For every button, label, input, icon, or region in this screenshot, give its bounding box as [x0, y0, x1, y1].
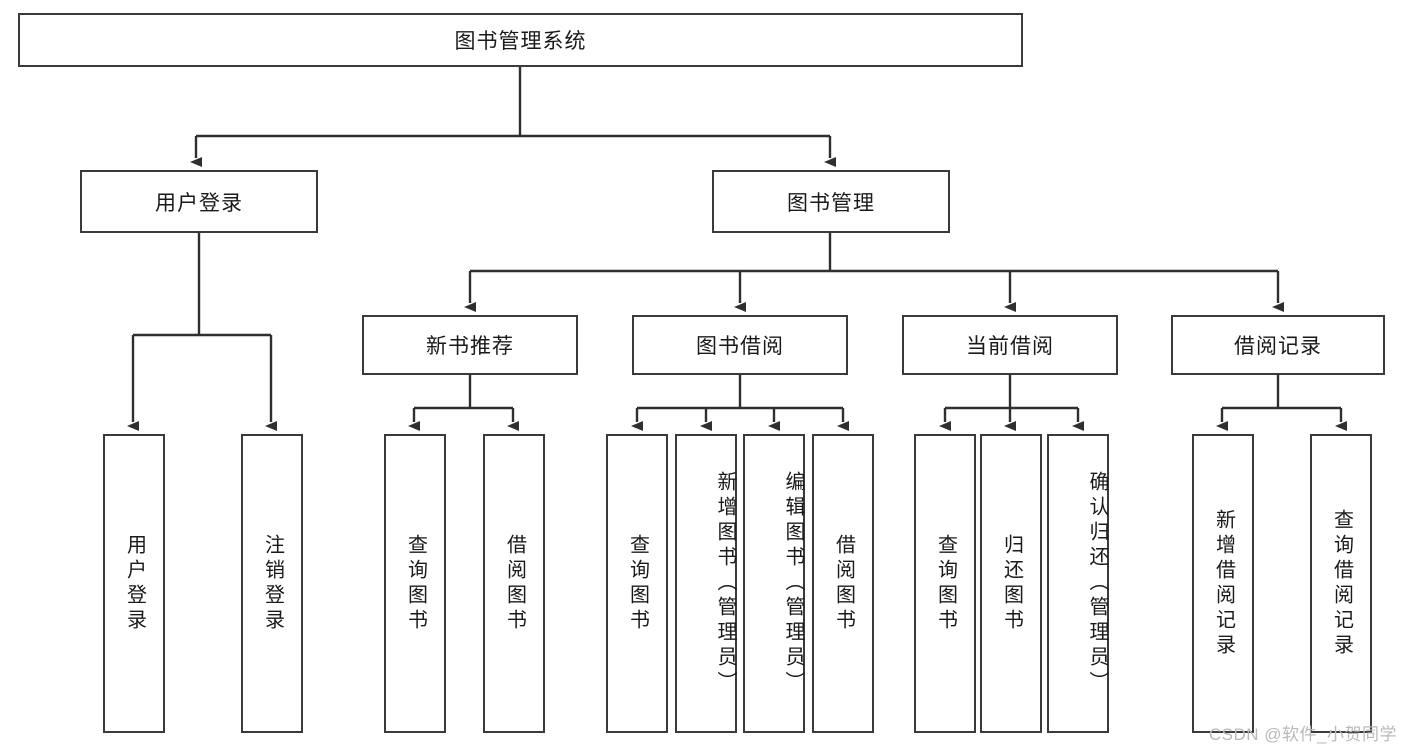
node-label: 查询图书: [626, 533, 649, 634]
node-label: 新增图书（管理员）: [714, 471, 736, 696]
node-user-login[interactable]: 用户登录: [80, 170, 318, 233]
leaf-book-borrow-lend[interactable]: 借阅图书: [812, 434, 874, 733]
node-new-book-recommend[interactable]: 新书推荐: [362, 315, 578, 375]
current-borrow-connectors: [939, 375, 1084, 431]
leaf-user-login-signout[interactable]: 注销登录: [241, 434, 303, 733]
leaf-new-book-query[interactable]: 查询图书: [384, 434, 446, 733]
node-label: 归还图书: [1000, 533, 1023, 634]
book-manage-connectors: [464, 233, 1284, 312]
root-connectors: [190, 67, 836, 167]
leaf-current-borrow-query[interactable]: 查询图书: [914, 434, 976, 733]
node-label: 借阅图书: [832, 533, 855, 634]
leaf-borrow-record-add[interactable]: 新增借阅记录: [1192, 434, 1254, 733]
leaf-book-borrow-query[interactable]: 查询图书: [606, 434, 668, 733]
node-label: 编辑图书（管理员）: [782, 471, 804, 696]
node-label: 查询图书: [404, 533, 427, 634]
leaf-new-book-borrow[interactable]: 借阅图书: [483, 434, 545, 733]
node-book-management[interactable]: 图书管理: [712, 170, 950, 233]
leaf-book-borrow-add[interactable]: 新增图书（管理员）: [675, 434, 737, 733]
new-book-connectors: [408, 375, 519, 431]
leaf-borrow-record-query[interactable]: 查询借阅记录: [1310, 434, 1372, 733]
node-label: 借阅图书: [503, 533, 526, 634]
node-label: 查询借阅记录: [1330, 508, 1353, 659]
node-label: 当前借阅: [966, 335, 1054, 358]
leaf-current-borrow-return[interactable]: 归还图书: [980, 434, 1042, 733]
node-label: 确认归还（管理员）: [1086, 471, 1108, 696]
node-label: 借阅记录: [1234, 335, 1322, 358]
book-borrow-connectors: [631, 375, 849, 431]
leaf-book-borrow-edit[interactable]: 编辑图书（管理员）: [743, 434, 805, 733]
node-label: 用户登录: [155, 191, 243, 215]
node-label: 图书借阅: [696, 335, 784, 358]
borrow-record-connectors: [1216, 375, 1347, 431]
node-label: 图书管理: [787, 191, 875, 215]
node-book-borrow[interactable]: 图书借阅: [632, 315, 848, 375]
node-root-system[interactable]: 图书管理系统: [18, 13, 1023, 67]
node-label: 查询图书: [934, 533, 957, 634]
user-login-connectors: [127, 233, 277, 431]
node-label: 图书管理系统: [454, 30, 587, 53]
leaf-current-borrow-confirm[interactable]: 确认归还（管理员）: [1047, 434, 1109, 733]
csdn-watermark: CSDN @软件_小贺同学: [1208, 725, 1397, 744]
node-current-borrow[interactable]: 当前借阅: [902, 315, 1118, 375]
node-label: 新增借阅记录: [1212, 508, 1235, 659]
node-borrow-record[interactable]: 借阅记录: [1171, 315, 1385, 375]
node-label: 用户登录: [123, 533, 146, 634]
leaf-user-login-signin[interactable]: 用户登录: [103, 434, 165, 733]
node-label: 新书推荐: [426, 335, 514, 358]
node-label: 注销登录: [261, 533, 284, 634]
